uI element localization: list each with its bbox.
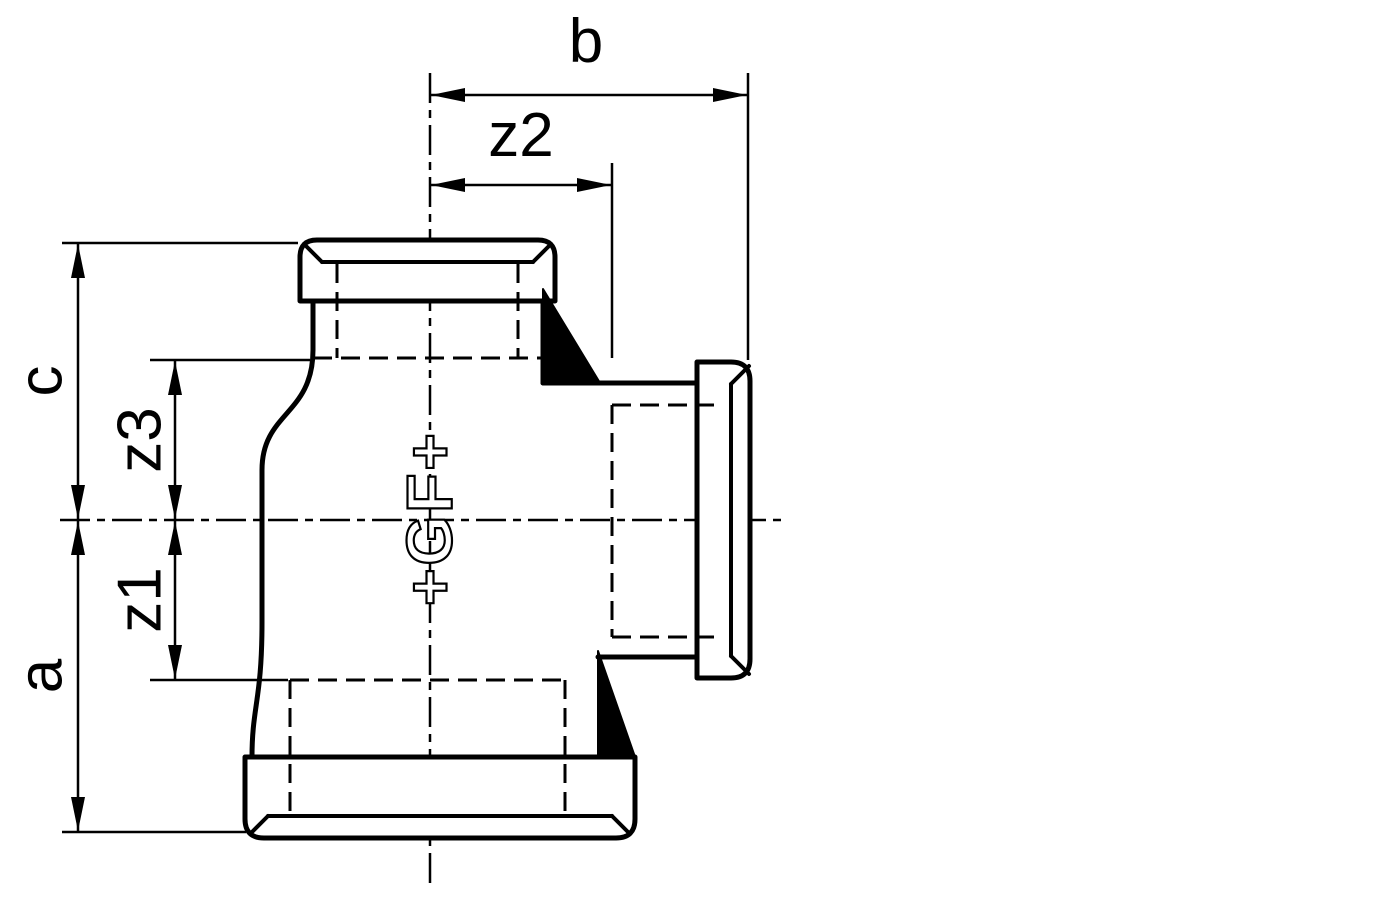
dim-label-b: b [569,7,603,76]
bottom-socket-chamfer-left [248,814,270,836]
dimension-lines [71,88,748,832]
gf-logo: +GF+ [392,429,466,607]
dim-label-z2: z2 [488,101,553,170]
dim-label-z3: z3 [106,407,175,472]
arrowhead [168,485,182,519]
top-socket-chamfer-right [531,242,553,264]
extension-lines [62,73,750,834]
arrowhead [71,485,85,519]
arrowhead [713,88,747,102]
arrowhead [71,521,85,555]
branch-chamfer-top [729,364,751,386]
centerlines [60,73,783,888]
arrowhead [431,178,465,192]
top-socket-chamfer-left [302,242,324,264]
arrowhead [71,244,85,278]
branch-socket-bead [694,359,753,681]
arrowhead [577,178,611,192]
dim-label-a: a [7,658,76,693]
arrowhead [168,645,182,679]
arrowhead [168,521,182,555]
arrowhead [168,361,182,395]
arrowhead [431,88,465,102]
hidden-thread-lines [288,264,714,814]
fitting-outline [242,237,753,841]
branch-chamfer-bottom [729,654,751,676]
dim-label-c: c [7,366,76,397]
top-socket-bead [297,237,558,304]
body-left-outline [249,298,316,760]
bottom-socket-chamfer-right [610,814,632,836]
branch-bottom-gusset [597,650,636,758]
branch-top-gusset [542,288,601,384]
dimension-labels: b z2 c z3 z1 a [7,7,604,693]
gf-logo-text: +GF+ [393,430,465,606]
bottom-socket-bead [242,754,638,841]
arrowhead [71,797,85,831]
dim-label-z1: z1 [106,567,175,632]
